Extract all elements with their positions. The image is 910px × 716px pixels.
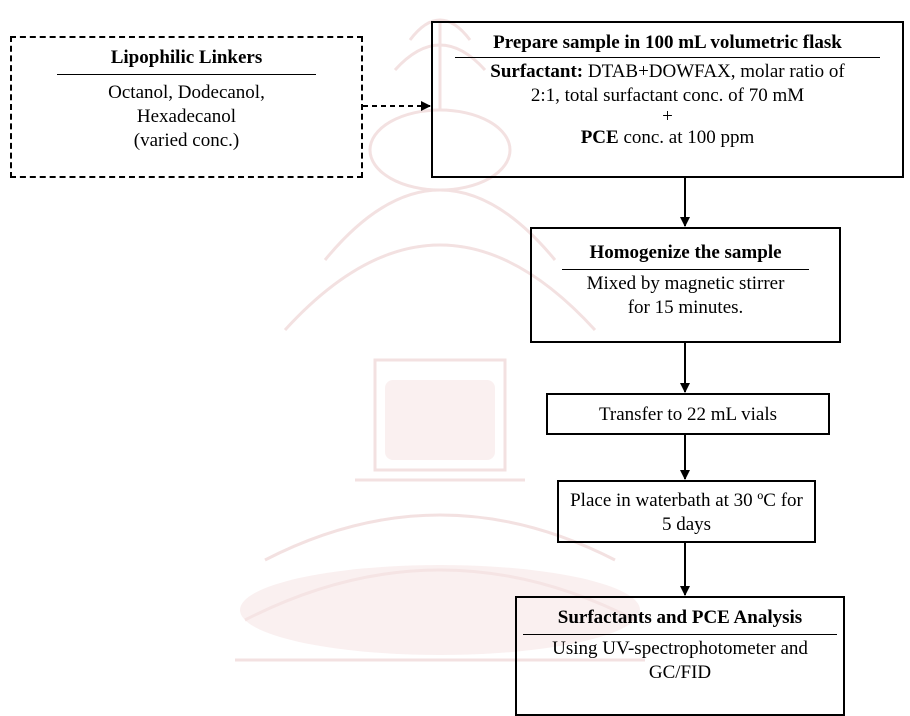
- linkers-line-3: (varied conc.): [133, 130, 240, 151]
- analysis-box: Surfactants and PCE Analysis Using UV-sp…: [515, 596, 845, 716]
- transfer-box: Transfer to 22 mL vials: [546, 393, 830, 435]
- homogenize-title: Homogenize the sample: [589, 242, 782, 263]
- title-rule: [523, 634, 837, 635]
- surfactant-label: Surfactant:: [490, 61, 584, 82]
- title-rule: [57, 74, 316, 75]
- pce-text: conc. at 100 ppm: [618, 127, 755, 148]
- surfactant-ratio-line: 2:1, total surfactant conc. of 70 mM: [530, 85, 805, 106]
- linkers-line-1: Octanol, Dodecanol,: [108, 82, 265, 103]
- waterbath-box: Place in waterbath at 30 ºC for 5 days: [557, 480, 816, 543]
- analysis-title: Surfactants and PCE Analysis: [557, 607, 803, 628]
- pce-line: PCE conc. at 100 ppm: [433, 126, 902, 150]
- waterbath-line-2: 5 days: [661, 514, 712, 535]
- homogenize-line-2: for 15 minutes.: [627, 297, 744, 318]
- waterbath-line-1: Place in waterbath at 30 ºC for: [570, 490, 803, 511]
- lipophilic-linkers-box: Lipophilic Linkers Octanol, Dodecanol, H…: [10, 36, 363, 178]
- plus-sign: +: [662, 106, 673, 127]
- surfactant-line: Surfactant: DTAB+DOWFAX, molar ratio of: [433, 60, 902, 84]
- analysis-line-1: Using UV-spectrophotometer and: [552, 638, 808, 659]
- lipophilic-linkers-title: Lipophilic Linkers: [110, 47, 263, 68]
- pce-label: PCE: [580, 127, 619, 148]
- analysis-line-2: GC/FID: [648, 662, 712, 683]
- homogenize-box: Homogenize the sample Mixed by magnetic …: [530, 227, 841, 343]
- transfer-text: Transfer to 22 mL vials: [598, 404, 778, 425]
- prepare-sample-title: Prepare sample in 100 mL volumetric flas…: [493, 32, 842, 53]
- prepare-sample-box: Prepare sample in 100 mL volumetric flas…: [431, 21, 904, 178]
- title-rule: [562, 269, 809, 270]
- homogenize-line-1: Mixed by magnetic stirrer: [586, 273, 785, 294]
- title-rule: [455, 57, 880, 58]
- surfactant-text: DTAB+DOWFAX, molar ratio of: [583, 61, 845, 82]
- linkers-line-2: Hexadecanol: [136, 106, 237, 127]
